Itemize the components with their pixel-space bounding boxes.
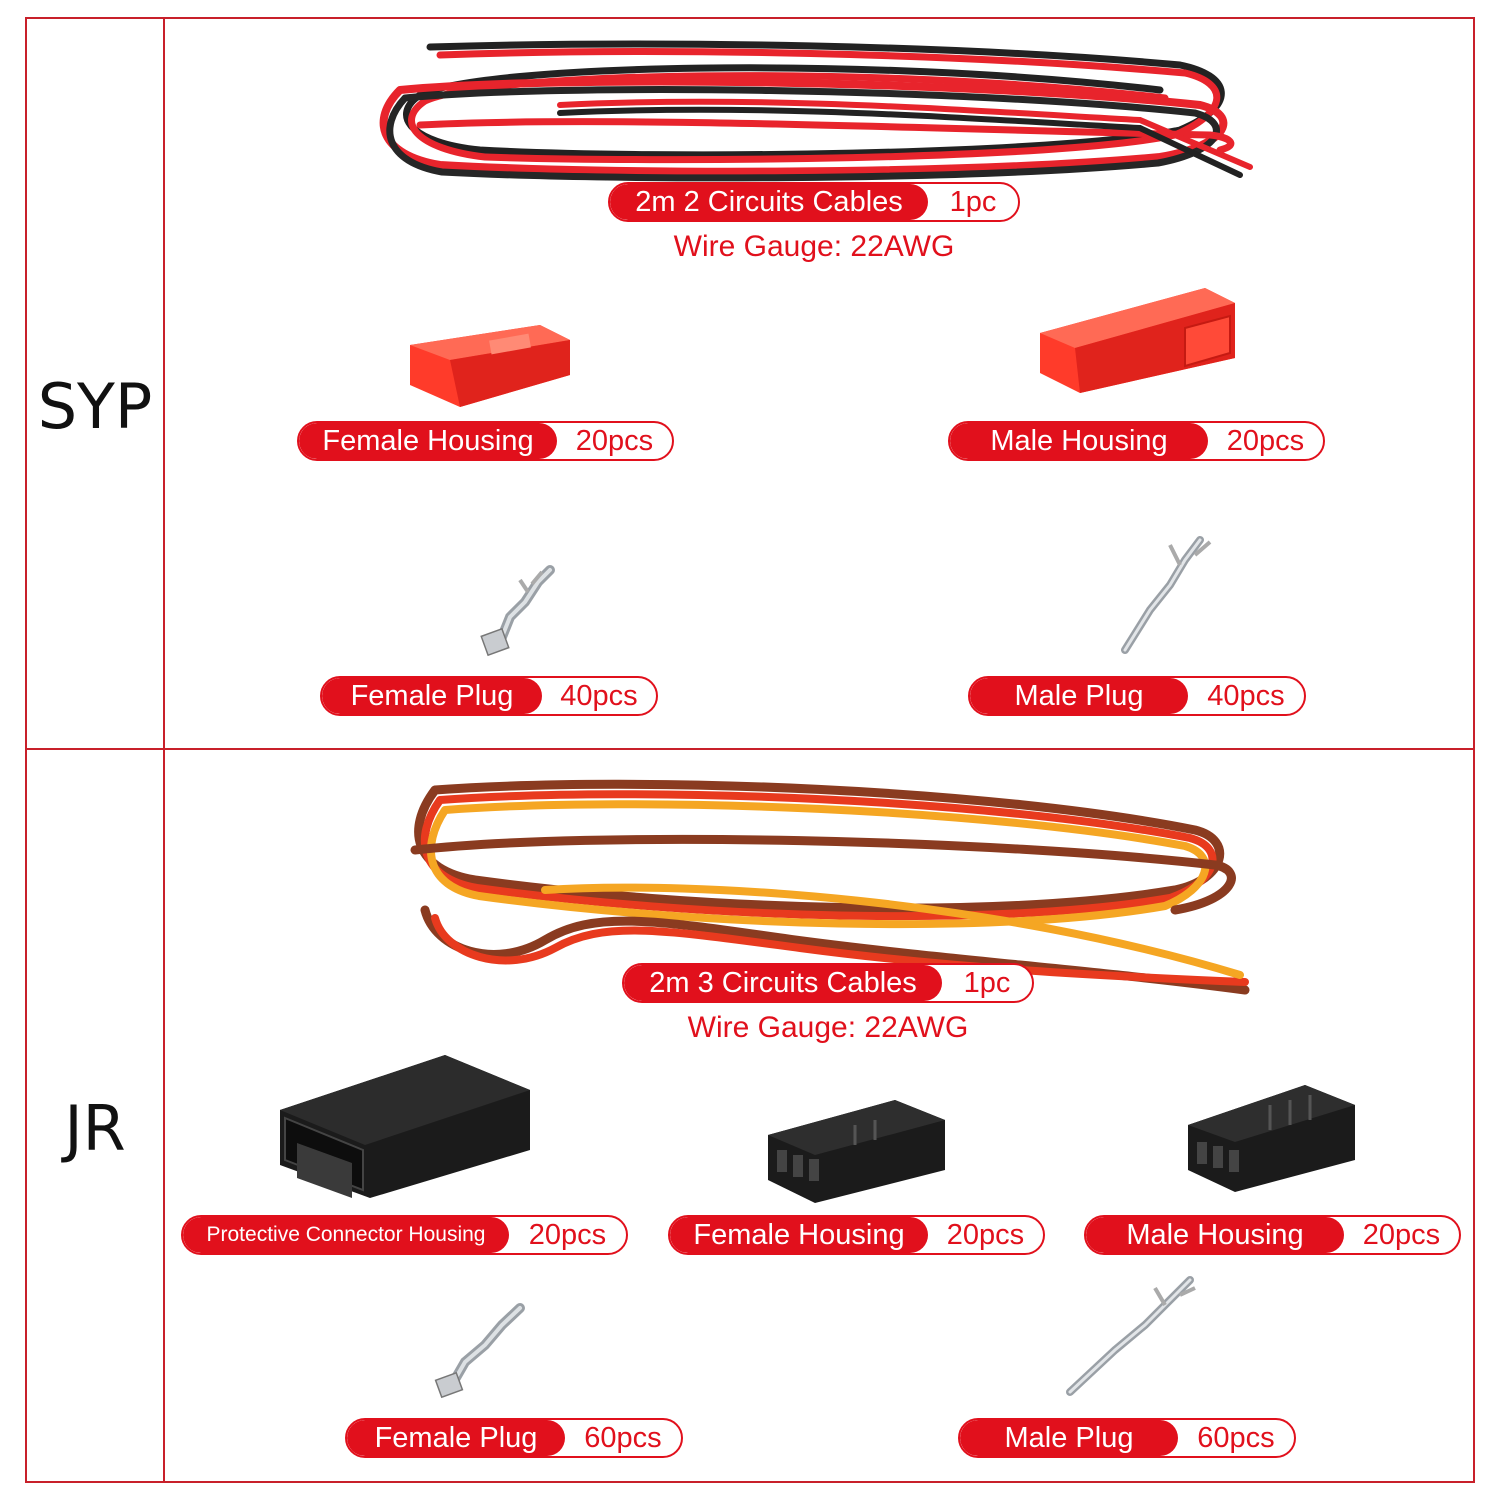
two-circuit-cable-image	[379, 40, 1253, 182]
jr-female-plug-qty: 60pcs	[584, 1421, 662, 1454]
syp-male-plug-badge: Male Plug 40pcs	[968, 676, 1306, 716]
outer-frame	[25, 17, 1475, 1483]
section-label-jr: JR	[64, 1092, 126, 1165]
jr-protective-housing-name: Protective Connector Housing	[183, 1217, 509, 1253]
jr-male-plug-badge: Male Plug 60pcs	[958, 1418, 1296, 1458]
cable-3-circuit-badge: 2m 3 Circuits Cables 1pc	[622, 963, 1034, 1003]
syp-male-housing-qty: 20pcs	[1226, 424, 1305, 457]
wire-gauge-note-jr: Wire Gauge: 22AWG	[687, 1011, 969, 1044]
jr-female-plug-image	[434, 1303, 525, 1399]
jr-male-housing-image	[1188, 1085, 1355, 1192]
cable-2-circuit-badge: 2m 2 Circuits Cables 1pc	[608, 182, 1020, 222]
jr-male-plug-qty: 60pcs	[1197, 1421, 1275, 1454]
jr-female-plug-name: Female Plug	[347, 1420, 565, 1456]
cable-3-circuit-name: 2m 3 Circuits Cables	[624, 965, 942, 1001]
syp-female-housing-qty: 20pcs	[575, 424, 654, 457]
jr-female-housing-qty: 20pcs	[946, 1218, 1025, 1251]
cable-3-circuit-qty: 1pc	[963, 966, 1011, 999]
syp-male-plug-qty: 40pcs	[1207, 679, 1285, 712]
syp-female-plug-image	[480, 565, 555, 657]
jr-male-plug-image	[1066, 1276, 1196, 1396]
jr-male-housing-qty: 20pcs	[1362, 1218, 1441, 1251]
jr-female-housing-badge: Female Housing 20pcs	[668, 1215, 1045, 1255]
cable-2-circuit-qty: 1pc	[949, 185, 997, 218]
three-circuit-cable-image	[410, 779, 1250, 995]
syp-male-plug-name: Male Plug	[970, 678, 1188, 714]
section-divider	[25, 748, 1475, 750]
syp-female-housing-image	[410, 325, 570, 407]
section-label-syp: SYP	[37, 370, 153, 443]
wire-gauge-note-syp: Wire Gauge: 22AWG	[673, 230, 955, 263]
jr-female-plug-badge: Female Plug 60pcs	[345, 1418, 683, 1458]
cable-2-circuit-name: 2m 2 Circuits Cables	[610, 184, 928, 220]
jr-female-housing-name: Female Housing	[670, 1217, 928, 1253]
syp-female-plug-qty: 40pcs	[560, 679, 638, 712]
jr-male-housing-name: Male Housing	[1086, 1217, 1344, 1253]
jr-female-housing-image	[768, 1100, 945, 1203]
jr-protective-housing-qty: 20pcs	[528, 1218, 607, 1251]
syp-male-housing-name: Male Housing	[950, 423, 1208, 459]
jr-male-plug-name: Male Plug	[960, 1420, 1178, 1456]
syp-male-plug-image	[1121, 536, 1212, 654]
syp-female-plug-badge: Female Plug 40pcs	[320, 676, 658, 716]
label-column-divider	[163, 17, 165, 1483]
syp-male-housing-badge: Male Housing 20pcs	[948, 421, 1325, 461]
jr-protective-housing-image	[280, 1055, 530, 1199]
syp-female-housing-badge: Female Housing 20pcs	[297, 421, 674, 461]
jr-protective-housing-badge: Protective Connector Housing 20pcs	[181, 1215, 628, 1255]
syp-male-housing-image	[1040, 288, 1235, 393]
syp-female-housing-name: Female Housing	[299, 423, 557, 459]
jr-male-housing-badge: Male Housing 20pcs	[1084, 1215, 1461, 1255]
syp-female-plug-name: Female Plug	[322, 678, 542, 714]
